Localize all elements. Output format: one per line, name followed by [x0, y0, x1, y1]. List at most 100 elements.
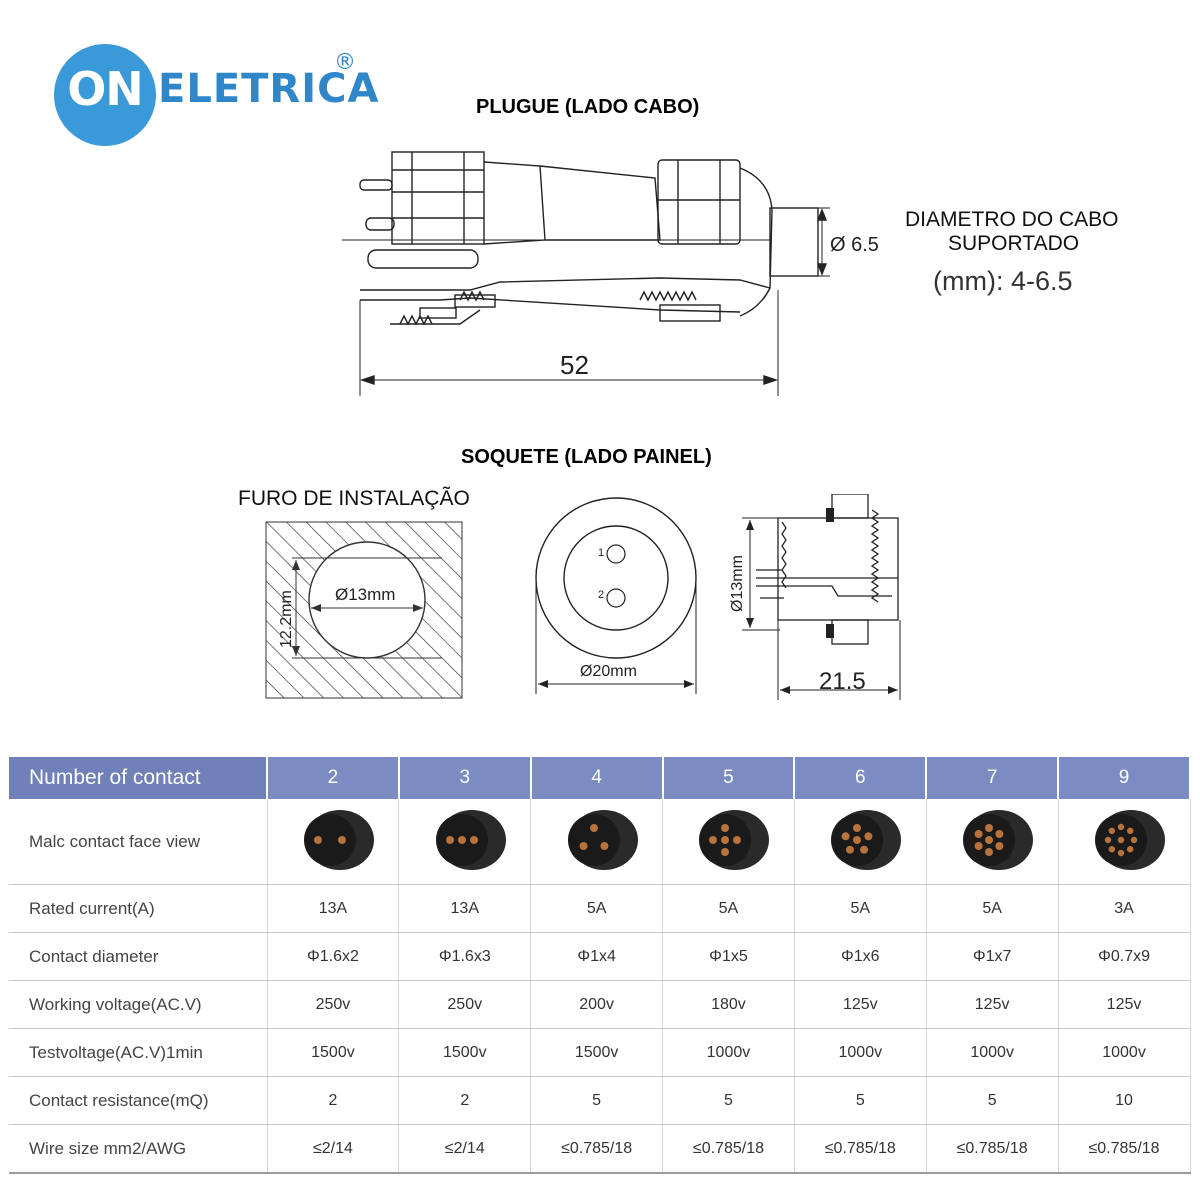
table-cell: 1500v [398, 1028, 532, 1077]
table-cell: ≤2/14 [398, 1124, 532, 1174]
table-cell: 5A [530, 884, 664, 933]
face-pin1-label: 1 [598, 547, 604, 559]
header-col-5: 5 [662, 757, 796, 799]
table-cell: Φ1x5 [662, 932, 795, 981]
connector-photo [1058, 799, 1191, 885]
table-cell: Φ1x4 [530, 932, 664, 981]
table-row-working-voltage: Working voltage(AC.V) 250v 250v 200v 180… [9, 980, 1191, 1029]
table-cell: Φ1.6x2 [267, 932, 400, 981]
table-cell: ≤0.785/18 [794, 1124, 927, 1174]
connector-photo [398, 799, 532, 885]
connector-photo [794, 799, 927, 885]
table-cell: 1000v [794, 1028, 927, 1077]
logo-circle [54, 44, 156, 146]
table-cell: 5A [794, 884, 927, 933]
table-cell: ≤0.785/18 [1058, 1124, 1191, 1174]
face-pin2-label: 2 [598, 589, 604, 601]
table-cell: 5 [926, 1076, 1059, 1125]
table-cell: 1000v [662, 1028, 795, 1077]
table-cell: 125v [1058, 980, 1191, 1029]
table-cell: Φ1x7 [926, 932, 1059, 981]
contact-pin [1108, 827, 1116, 835]
table-cell: 1500v [530, 1028, 664, 1077]
contact-pin [579, 842, 588, 850]
table-cell: 5 [662, 1076, 795, 1125]
table-cell: Φ1x6 [794, 932, 927, 981]
header-label: Number of contact [9, 757, 268, 799]
hole-label: FURO DE INSTALAÇÃO [238, 487, 470, 510]
row-label: Contact diameter [9, 932, 268, 981]
cable-note-range: (mm): 4-6.5 [933, 266, 1073, 296]
contact-pin [709, 836, 718, 844]
cable-note-line1: DIAMETRO DO CABO [905, 208, 1119, 231]
socket-heading: SOQUETE (LADO PAINEL) [461, 446, 712, 468]
connector-photo [662, 799, 795, 885]
contact-pin [985, 824, 994, 832]
table-row-test-voltage: Testvoltage(AC.V)1min 1500v 1500v 1500v … [9, 1028, 1191, 1077]
table-row-wire-size: Wire size mm2/AWG ≤2/14 ≤2/14 ≤0.785/18 … [9, 1124, 1191, 1174]
table-cell: 10 [1058, 1076, 1191, 1125]
contact-pin [1117, 849, 1125, 857]
contact-pin [1108, 845, 1116, 853]
plug-length-dimension: 52 [560, 350, 589, 380]
logo-on-text: ON [67, 62, 144, 116]
contact-pin [995, 830, 1004, 838]
contact-pin [469, 836, 478, 844]
contact-pin [1127, 845, 1134, 853]
contact-pin [864, 832, 873, 841]
connector-face-icon [567, 814, 620, 866]
header-col-7: 7 [926, 757, 1060, 799]
socket-side-drawing: Ø13mm 21.5 [729, 494, 901, 700]
cable-note-line2: SUPORTADO [948, 232, 1080, 255]
logo-registered-mark: ® [334, 50, 356, 75]
header-col-3: 3 [398, 757, 532, 799]
table-cell: 2 [398, 1076, 532, 1125]
contact-pin [1127, 827, 1134, 835]
contact-pin [721, 848, 730, 856]
contact-pin [600, 842, 609, 850]
plug-heading: PLUGUE (LADO CABO) [476, 96, 700, 118]
table-cell: 1500v [267, 1028, 400, 1077]
contact-pin [721, 824, 730, 832]
contact-pin [974, 830, 983, 838]
header-col-2: 2 [267, 757, 400, 799]
side-diameter-dimension: Ø13mm [729, 555, 746, 612]
plug-drawing: 52 Ø 6.5 [342, 151, 879, 396]
connector-photo [267, 799, 400, 885]
hole-flat-dimension: 12.2mm [278, 590, 295, 648]
table-cell: 3A [1058, 884, 1191, 933]
table-cell: ≤0.785/18 [662, 1124, 795, 1174]
table-cell: ≤2/14 [267, 1124, 400, 1174]
connector-face-icon [303, 814, 356, 866]
table-cell: 250v [398, 980, 532, 1029]
connector-photo [530, 799, 664, 885]
table-cell: Φ1.6x3 [398, 932, 532, 981]
table-cell: ≤0.785/18 [530, 1124, 664, 1174]
table-cell: 13A [267, 884, 400, 933]
contact-pin [860, 845, 869, 854]
contact-pin [721, 836, 730, 844]
table-cell: 2 [267, 1076, 400, 1125]
contact-pin [313, 836, 322, 844]
contact-pin [589, 824, 598, 832]
plug-diameter-dimension: Ø 6.5 [830, 234, 879, 256]
row-label: Testvoltage(AC.V)1min [9, 1028, 268, 1077]
table-row-face-view: Malc contact face view [9, 799, 1191, 885]
contact-pin [853, 824, 862, 832]
table-cell: 125v [926, 980, 1059, 1029]
contact-pin [985, 836, 994, 844]
contact-pin [985, 848, 994, 856]
contact-pin [1117, 823, 1125, 831]
table-cell: 1000v [1058, 1028, 1191, 1077]
contact-pin [457, 836, 466, 844]
header-col-4: 4 [530, 757, 664, 799]
contact-pin [1117, 836, 1125, 844]
side-length-dimension: 21.5 [819, 668, 866, 695]
table-cell: 200v [530, 980, 664, 1029]
contact-pin [974, 842, 983, 850]
hole-diameter-dimension: Ø13mm [335, 585, 395, 604]
row-label: Wire size mm2/AWG [9, 1124, 268, 1174]
contact-pin [995, 842, 1004, 850]
face-diameter-dimension: Ø20mm [580, 663, 637, 680]
contact-pin [841, 832, 850, 841]
